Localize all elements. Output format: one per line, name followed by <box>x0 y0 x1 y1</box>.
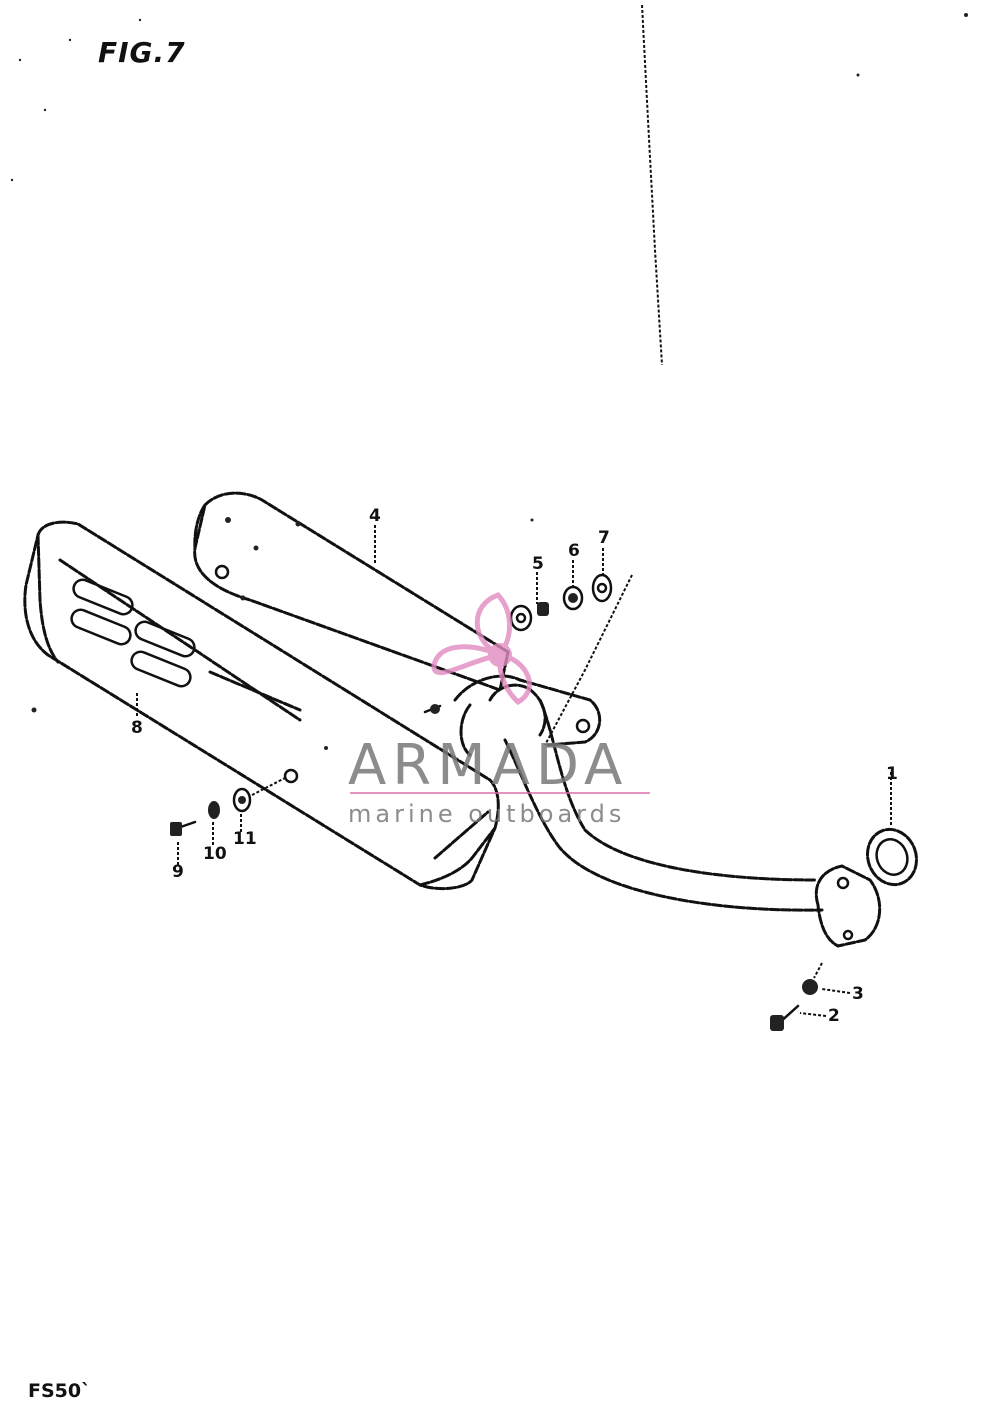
part-1-gasket <box>865 827 919 887</box>
callout-8: 8 <box>131 718 143 738</box>
callout-1: 1 <box>886 764 898 784</box>
watermark-tagline: marine outboards <box>348 800 626 828</box>
callout-10: 10 <box>203 844 227 864</box>
part-4-shield <box>193 491 510 692</box>
part-8-muffler <box>23 520 500 891</box>
callout-2: 2 <box>828 1006 840 1026</box>
scan-noise <box>10 4 968 713</box>
callout-4: 4 <box>369 506 381 526</box>
callout-5: 5 <box>532 554 544 574</box>
figure-title: FIG.7 <box>98 36 186 69</box>
callout-3: 3 <box>852 984 864 1004</box>
callout-6: 6 <box>568 541 580 561</box>
propeller-logo-icon <box>431 592 532 706</box>
callout-9: 9 <box>172 862 184 882</box>
callout-7: 7 <box>598 528 610 548</box>
leader-lines <box>136 525 892 1017</box>
callout-11: 11 <box>233 829 257 849</box>
watermark-divider <box>350 792 650 794</box>
model-code: FS50` <box>28 1380 91 1402</box>
exhaust-pipe <box>453 674 882 948</box>
watermark-brand: ARMADA <box>348 733 629 798</box>
hardware <box>170 573 818 1031</box>
